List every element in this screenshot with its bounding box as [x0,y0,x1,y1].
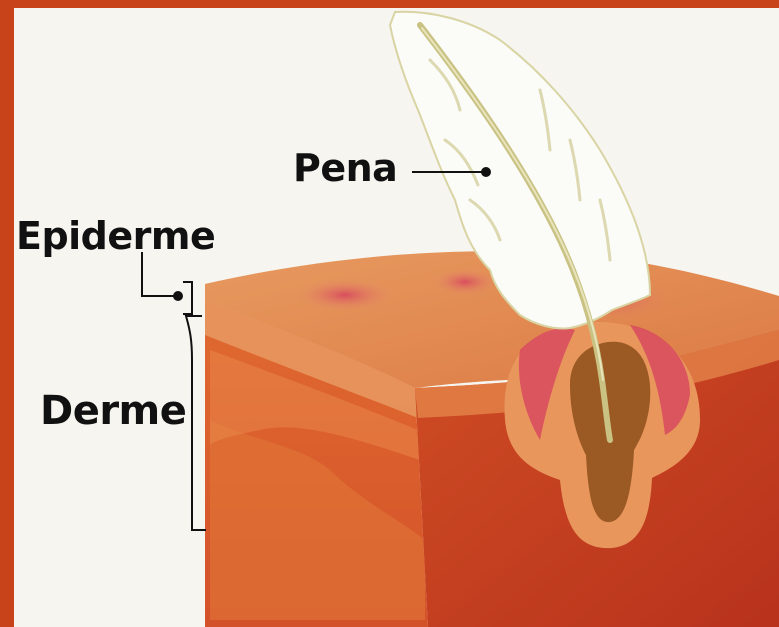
label-derme: Derme [40,388,186,434]
surface-spot [433,269,497,295]
surface-spot [297,279,393,311]
derme-bracket [186,316,206,530]
label-epiderme: Epiderme [16,214,215,258]
label-pena: Pena [293,146,397,190]
epiderme-pointer [142,252,192,314]
